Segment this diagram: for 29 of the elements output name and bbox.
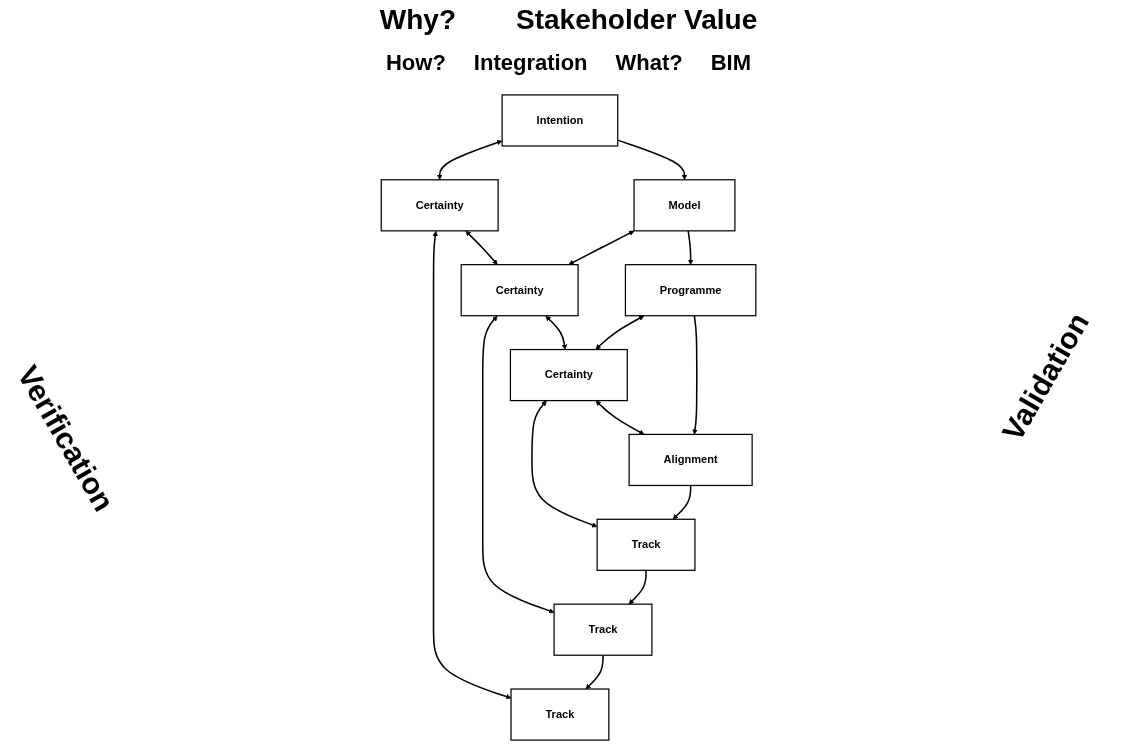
node-box: Certainty — [380, 179, 499, 232]
arrow — [687, 230, 694, 265]
arrow — [568, 230, 635, 265]
level-label: BIM — [710, 50, 752, 75]
arrow — [481, 315, 555, 614]
node-box: Track — [510, 688, 610, 741]
arrow — [595, 315, 645, 350]
arrow — [465, 230, 498, 265]
arrow — [585, 654, 604, 690]
level-label: Integration — [473, 50, 588, 75]
node-box: Programme — [624, 264, 757, 317]
arrow — [595, 400, 645, 435]
arrow — [672, 484, 692, 520]
node-box: Track — [553, 603, 653, 656]
node-box: Certainty — [509, 348, 628, 402]
node-box: Model — [633, 179, 736, 232]
node-box: Intention — [501, 94, 619, 147]
question-heading: Why? — [379, 4, 456, 35]
arrow — [628, 569, 647, 605]
level-heading: Stakeholder Value — [516, 4, 758, 35]
question-label: What? — [615, 50, 683, 75]
node-box: Track — [596, 518, 696, 571]
arrow — [436, 140, 503, 181]
node-box: Alignment — [628, 433, 753, 487]
arrow — [531, 400, 598, 528]
node-box: Certainty — [460, 264, 579, 317]
arrow — [692, 314, 698, 435]
question-label: How? — [385, 50, 446, 75]
arrow — [545, 315, 568, 350]
